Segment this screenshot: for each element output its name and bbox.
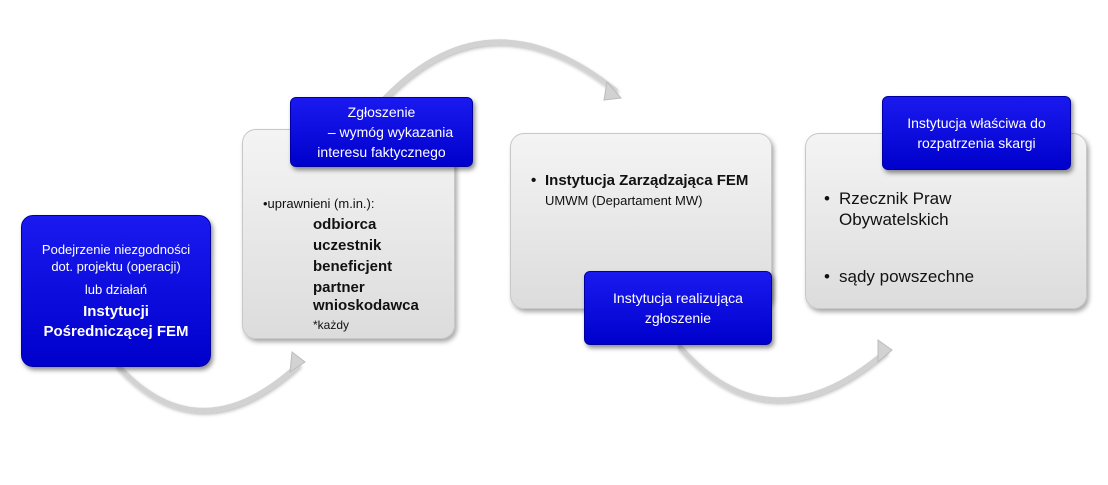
box1-bold2: Pośredniczącej FEM (43, 322, 189, 340)
arrowhead-3 (877, 339, 893, 364)
box1-line2: dot. projektu (operacji) (51, 258, 181, 274)
step2-header-line1: Zgłoszenie (347, 104, 416, 120)
step3-sub: UMWM (Departament MW) (545, 193, 703, 208)
arrowhead-1 (289, 351, 306, 374)
box1-line1: Podejrzenie niezgodności (41, 241, 191, 257)
step3-main: • Instytucja Zarządzająca FEM (531, 172, 748, 189)
step3-footer-line1: Instytucja realizująca (613, 290, 743, 306)
bullet-icon: • (824, 189, 830, 208)
step2-note: *każdy (313, 318, 350, 332)
list-item: wnioskodawca (313, 297, 419, 314)
bullet-icon: • (531, 172, 537, 189)
list-item: beneficjent (313, 258, 393, 275)
step2-header: Zgłoszenie – wymóg wykazania interesu fa… (290, 97, 473, 167)
step4-header-line1: Instytucja właściwa do (907, 115, 1046, 131)
step4-b1-line1: Rzecznik Praw (839, 189, 952, 208)
step4-b2: sądy powszechne (839, 267, 975, 286)
list-item: odbiorca (313, 216, 377, 233)
step2-lead: •uprawnieni (m.in.): (263, 196, 375, 211)
start-box-suspicion: Podejrzenie niezgodności dot. projektu (… (21, 215, 211, 367)
list-item: partner (313, 279, 365, 296)
box1-line3: lub działań (84, 281, 148, 297)
box1-bold1: Instytucji (83, 302, 149, 320)
bullet-icon: • (824, 267, 830, 286)
step4-header-line2: rozpatrzenia skargi (917, 135, 1036, 151)
arrow-2-to-3 (382, 39, 618, 101)
step2-header-line2: – wymóg wykazania (327, 124, 454, 140)
step4-bullet-2: • sądy powszechne (824, 266, 974, 287)
step3-main-text: Instytucja Zarządzająca FEM (545, 172, 749, 189)
arrow-1-to-2 (115, 362, 301, 413)
step4-header: Instytucja właściwa do rozpatrzenia skar… (882, 96, 1071, 170)
step3-footer-line2: zgłoszenie (644, 310, 712, 326)
arrow-3-to-4 (677, 344, 888, 403)
step4-b1-line2: Obywatelskich (839, 210, 949, 229)
arrowhead-2 (603, 80, 623, 101)
list-item: uczestnik (313, 237, 382, 254)
step3-footer: Instytucja realizująca zgłoszenie (584, 271, 772, 345)
step2-items: odbiorca uczestnik beneficjent partner w… (313, 216, 419, 332)
step2-header-line3: interesu faktycznego (317, 144, 446, 160)
